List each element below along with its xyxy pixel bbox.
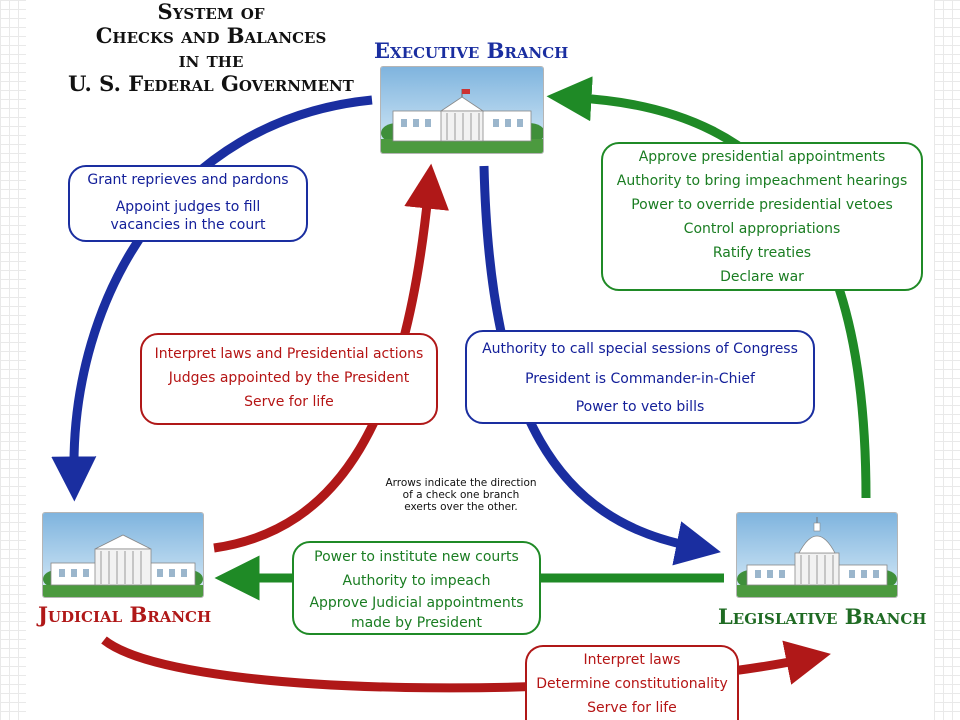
box-item: Appoint judges to fill xyxy=(115,199,261,215)
box-item: vacancies in the court xyxy=(110,217,266,233)
box-item: Interpret laws and Presidential actions xyxy=(154,346,424,362)
note-line-1: Arrows indicate the direction xyxy=(385,477,537,489)
box-item: Determine constitutionality xyxy=(536,676,728,692)
title-line-1: System of xyxy=(157,0,265,24)
title-line-4: U. S. Federal Government xyxy=(68,71,354,96)
box-item: Authority to bring impeachment hearings xyxy=(616,173,908,189)
box-item: Approve presidential appointments xyxy=(638,149,886,165)
title-line-2: Checks and Balances xyxy=(95,23,327,48)
box-item: Approve Judicial appointments xyxy=(309,595,524,611)
box-item: Power to override presidential vetoes xyxy=(631,197,893,213)
box-item: made by President xyxy=(350,615,483,631)
box-item: Ratify treaties xyxy=(712,245,812,261)
judicial-branch-label: Judicial Branch xyxy=(38,602,212,627)
arrow-executive-to-legislative xyxy=(479,165,721,566)
box-item: Declare war xyxy=(720,269,804,285)
arrow-direction-note: Arrows indicate the direction of a check… xyxy=(362,477,560,513)
title-line-3: in the xyxy=(178,47,244,72)
box-executive-checks-legislative: Authority to call special sessions of Co… xyxy=(465,330,815,424)
box-judicial-checks-legislative: Interpret laws Determine constitutionali… xyxy=(525,645,739,720)
box-item: Authority to impeach xyxy=(342,573,491,589)
legislative-branch-label: Legislative Branch xyxy=(718,604,927,629)
box-item: Power to institute new courts xyxy=(314,549,519,565)
box-item: Serve for life xyxy=(587,700,677,716)
supreme-court-icon xyxy=(42,512,204,598)
box-executive-checks-judicial: Grant reprieves and pardons Appoint judg… xyxy=(68,165,308,242)
box-item: Power to veto bills xyxy=(575,399,705,415)
right-margin-grid xyxy=(934,0,960,720)
note-line-2: of a check one branch xyxy=(402,489,520,501)
box-legislative-checks-judicial: Power to institute new courts Authority … xyxy=(292,541,541,635)
capitol-icon xyxy=(736,512,898,598)
white-house-icon xyxy=(380,66,544,154)
box-item: Control appropriations xyxy=(683,221,841,237)
box-item: Serve for life xyxy=(244,394,334,410)
left-margin-grid xyxy=(0,0,26,720)
box-item: President is Commander-in-Chief xyxy=(525,371,755,387)
executive-branch-label: Executive Branch xyxy=(374,38,569,63)
box-item: Authority to call special sessions of Co… xyxy=(482,341,798,357)
diagram-title: System of Checks and Balances in the U. … xyxy=(66,0,356,96)
box-judicial-checks-executive: Interpret laws and Presidential actions … xyxy=(140,333,438,425)
box-item: Judges appointed by the President xyxy=(168,370,410,386)
box-item: Interpret laws xyxy=(583,652,681,668)
box-item: Grant reprieves and pardons xyxy=(87,172,289,188)
note-line-3: exerts over the other. xyxy=(404,501,518,513)
box-legislative-checks-executive: Approve presidential appointments Author… xyxy=(601,142,923,291)
arrow-judicial-to-executive xyxy=(213,163,450,553)
